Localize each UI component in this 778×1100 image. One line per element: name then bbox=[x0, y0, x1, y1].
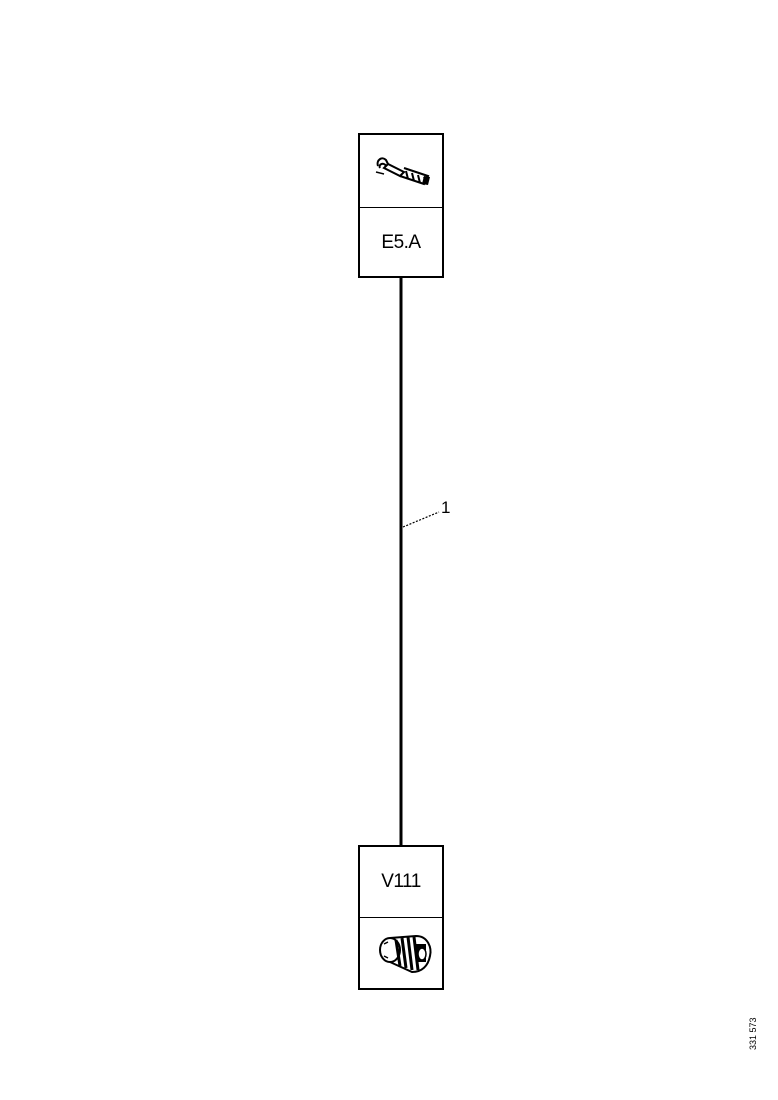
connector-e5a: E5.A bbox=[358, 133, 444, 278]
callout-leader-line bbox=[402, 511, 440, 528]
connector-v111: V111 bbox=[358, 845, 444, 990]
round-connector-plug-icon bbox=[360, 917, 442, 989]
connector-label-v111: V111 bbox=[381, 871, 421, 892]
wire-callout-number: 1 bbox=[441, 498, 451, 517]
terminal-pin-icon bbox=[360, 135, 442, 207]
figure-code: 331 573 bbox=[748, 1017, 758, 1050]
connector-label-e5a: E5.A bbox=[360, 207, 442, 277]
